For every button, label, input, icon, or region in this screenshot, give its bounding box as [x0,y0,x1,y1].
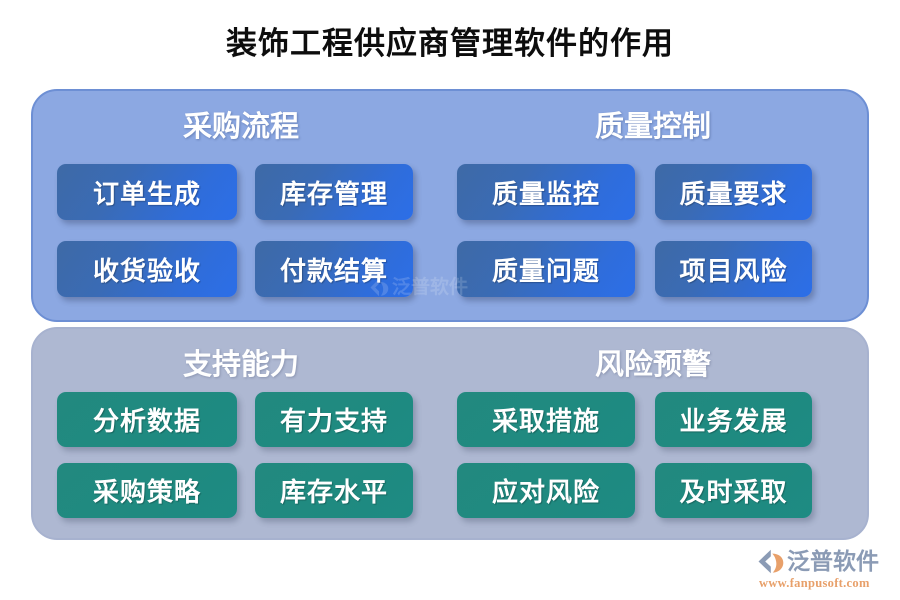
chip-take-measures[interactable]: 采取措施 [457,392,635,447]
brand-logo-text: 泛普软件 [787,548,879,574]
fanpu-logo-icon [758,549,784,573]
panel-purchase-quality: 采购流程 质量控制 订单生成 库存管理 收货验收 付款结算 质量监控 质量要求 … [31,89,869,322]
chip-analyze-data[interactable]: 分析数据 [57,392,237,447]
page-title: 装饰工程供应商管理软件的作用 [226,26,674,61]
chip-timely-action[interactable]: 及时采取 [655,463,812,518]
brand-logo-url: www.fanpusoft.com [759,576,870,590]
group-heading-purchase-process: 采购流程 [182,111,299,143]
chip-quality-requirements[interactable]: 质量要求 [655,164,812,220]
group-heading-risk-warning: 风险预警 [594,349,711,381]
chip-inventory-level[interactable]: 库存水平 [255,463,413,518]
chip-quality-issues[interactable]: 质量问题 [457,241,635,297]
chip-quality-monitoring[interactable]: 质量监控 [457,164,635,220]
group-heading-support-capability: 支持能力 [182,349,299,381]
chip-respond-to-risk[interactable]: 应对风险 [457,463,635,518]
group-heading-quality-control: 质量控制 [594,111,711,143]
brand-logo-row: 泛普软件 [757,547,889,575]
panel-support-risk: 支持能力 风险预警 分析数据 有力支持 采购策略 库存水平 采取措施 业务发展 … [31,327,869,540]
chip-strong-support[interactable]: 有力支持 [255,392,413,447]
chip-project-risk[interactable]: 项目风险 [655,241,812,297]
chip-procurement-strategy[interactable]: 采购策略 [57,463,237,518]
chip-payment-settlement[interactable]: 付款结算 [255,241,413,297]
brand-logo[interactable]: 泛普软件 www.fanpusoft.com [757,547,889,593]
chip-inventory-management[interactable]: 库存管理 [255,164,413,220]
chip-order-generation[interactable]: 订单生成 [57,164,237,220]
chip-business-development[interactable]: 业务发展 [655,392,812,447]
chip-goods-receipt-inspection[interactable]: 收货验收 [57,241,237,297]
